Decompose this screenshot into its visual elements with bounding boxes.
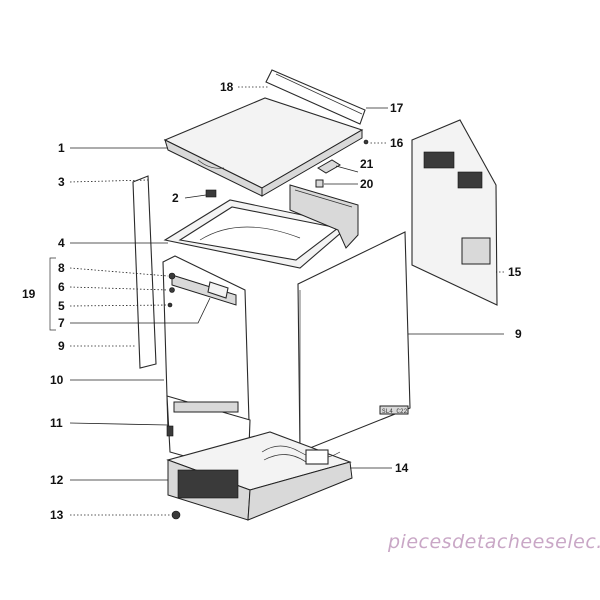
left-side-panel: [132, 175, 157, 369]
callout-9-right: 9: [515, 327, 522, 341]
callout-11: 11: [50, 416, 63, 430]
callout-14: 14: [395, 461, 409, 475]
foot: [171, 510, 181, 520]
callout-1: 1: [58, 141, 65, 155]
callout-21: 21: [360, 157, 374, 171]
callout-8: 8: [58, 261, 65, 275]
callout-17: 17: [390, 101, 404, 115]
callout-10: 10: [50, 373, 64, 387]
top-trim-strip: [265, 69, 366, 125]
panel-mark: SL4 C22: [382, 408, 408, 415]
callout-20: 20: [360, 177, 374, 191]
callout-12: 12: [50, 473, 64, 487]
callout-19: 19: [22, 287, 36, 301]
callout-9-left: 9: [58, 339, 65, 353]
callout-7: 7: [58, 316, 65, 330]
callout-3: 3: [58, 175, 65, 189]
site-watermark: piecesdetacheeselec.com: [387, 531, 600, 553]
callout-2: 2: [172, 191, 179, 205]
right-side-panel: [297, 231, 411, 453]
callout-5: 5: [58, 299, 65, 313]
top-lid: [163, 97, 364, 197]
callout-13: 13: [50, 508, 64, 522]
callout-16: 16: [390, 136, 404, 150]
rear-panel: [411, 119, 498, 306]
callout-15: 15: [508, 265, 522, 279]
base-plinth: [166, 431, 353, 521]
tub-frame: [163, 184, 359, 269]
leader-lines: [69, 86, 504, 516]
small-hardware: [205, 139, 369, 198]
group-bracket: [49, 257, 56, 331]
callout-6: 6: [58, 280, 65, 294]
callout-18: 18: [220, 80, 234, 94]
callout-4: 4: [58, 236, 65, 250]
callout-labels: 1 3 2 4 8 6 19 5 7 9 10 11 12 13 14 15 9…: [22, 80, 522, 522]
